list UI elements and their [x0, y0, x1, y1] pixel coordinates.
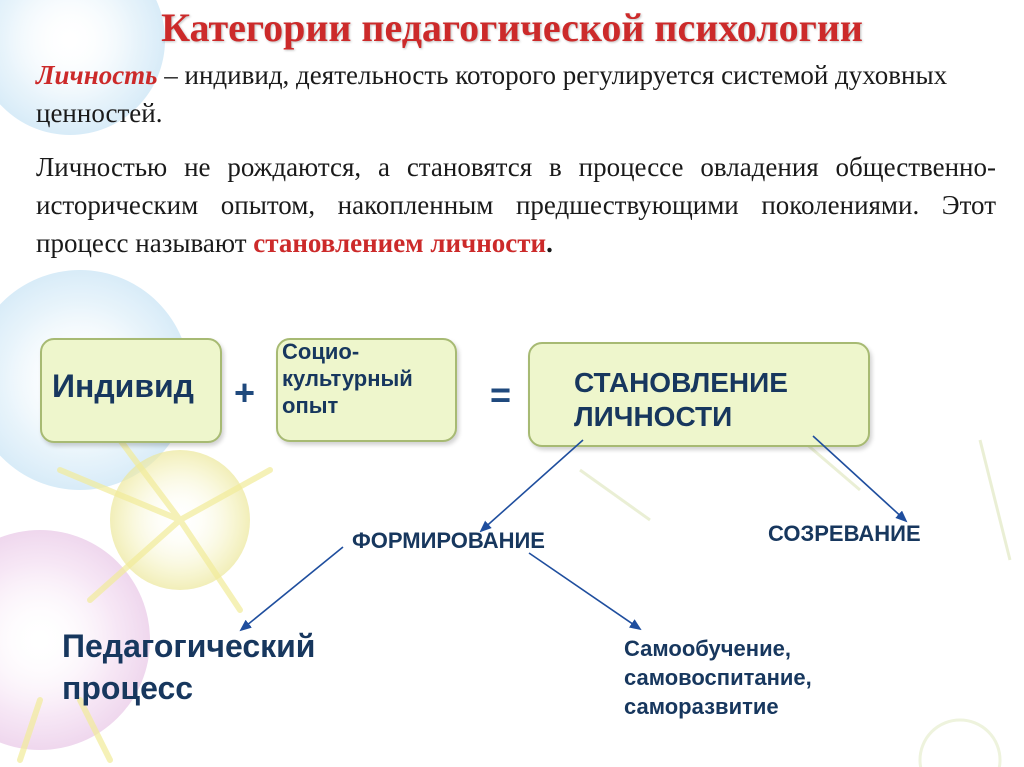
maturation-label: СОЗРЕВАНИЕ — [768, 521, 921, 547]
slide-title: Категории педагогической психологии — [0, 4, 1024, 51]
self-development-label: Самообучение, самовоспитание, саморазвит… — [624, 634, 874, 721]
bubble-white — [920, 720, 1000, 767]
definition-text: – индивид, деятельность которого регулир… — [36, 60, 947, 128]
formation-label: ФОРМИРОВАНИЕ — [352, 528, 545, 554]
definition-term: Личность — [36, 60, 158, 90]
plus-operator: + — [234, 372, 255, 414]
equals-operator: = — [490, 374, 511, 416]
process-highlight: становлением личности — [253, 228, 546, 258]
process-paragraph: Личностью не рождаются, а становятся в п… — [36, 148, 996, 262]
individ-label: Индивид — [52, 368, 194, 405]
pedagogical-process-text: Педагогический процесс — [62, 625, 392, 709]
definition-paragraph: Личность – индивид, деятельность которог… — [36, 56, 996, 132]
self-development-text: Самообучение, самовоспитание, саморазвит… — [624, 634, 874, 721]
social-experience-label: Социо-культурный опыт — [282, 338, 462, 419]
personality-formation-label: СТАНОВЛЕНИЕ ЛИЧНОСТИ — [574, 366, 824, 434]
personality-formation-text: СТАНОВЛЕНИЕ ЛИЧНОСТИ — [574, 366, 824, 434]
process-end: . — [546, 228, 553, 258]
pedagogical-process-label: Педагогический процесс — [62, 625, 392, 709]
